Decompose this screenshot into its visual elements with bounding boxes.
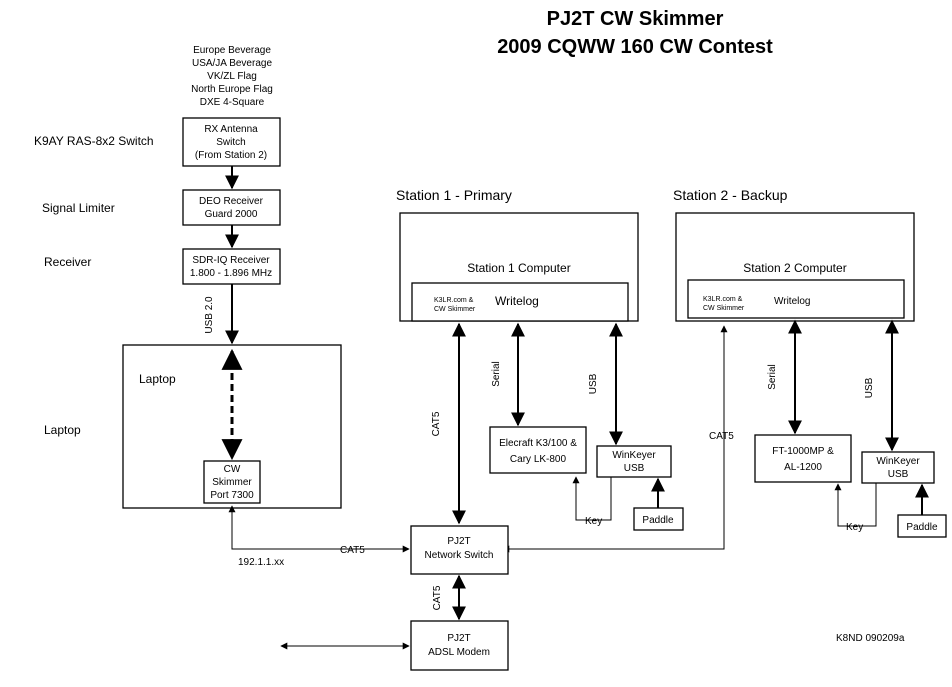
skimmer-line-3: Port 7300 bbox=[210, 490, 254, 501]
station2-computer-label: Station 2 Computer bbox=[743, 261, 846, 275]
rx-switch-line-2: Switch bbox=[216, 137, 245, 148]
network-switch-box bbox=[410, 525, 509, 575]
station2-radio-line1: FT-1000MP & bbox=[772, 446, 834, 457]
sdr-receiver-box bbox=[182, 248, 281, 285]
station2-software-box bbox=[687, 279, 905, 319]
station1-winkeyer-line2: USB bbox=[624, 463, 645, 474]
usb-station1-label: USB bbox=[588, 373, 599, 394]
station2-heading: Station 2 - Backup bbox=[673, 187, 788, 203]
skimmer-line-2: Skimmer bbox=[212, 477, 252, 488]
limiter-line-2: Guard 2000 bbox=[205, 209, 258, 220]
station1-heading: Station 1 - Primary bbox=[396, 187, 512, 203]
cat5-station2-label: CAT5 bbox=[709, 431, 734, 442]
serial-station2-label: Serial bbox=[767, 364, 778, 390]
station2-winkeyer-box bbox=[861, 451, 935, 484]
cw-skimmer-box bbox=[203, 460, 261, 504]
connector-station2-network bbox=[502, 325, 728, 553]
rx-switch-line-3: (From Station 2) bbox=[195, 150, 267, 161]
cat5-modem-label: CAT5 bbox=[432, 585, 443, 610]
station1-key-line bbox=[572, 476, 612, 521]
modem-line2: ADSL Modem bbox=[428, 647, 490, 658]
modem-line1: PJ2T bbox=[447, 633, 470, 644]
station1-radio-line2: Cary LK-800 bbox=[510, 454, 567, 465]
label-switch: K9AY RAS-8x2 Switch bbox=[34, 134, 154, 148]
sdr-line-2: 1.800 - 1.896 MHz bbox=[190, 268, 272, 279]
receiver-guard-box bbox=[182, 189, 281, 226]
limiter-line-1: DEO Receiver bbox=[199, 196, 264, 207]
usb20-label: USB 2.0 bbox=[204, 296, 215, 334]
credit-label: K8ND 090209a bbox=[836, 633, 905, 644]
station1-radio-line1: Elecraft K3/100 & bbox=[499, 438, 577, 449]
antenna-list: Europe Beverage USA/JA Beverage VK/ZL Fl… bbox=[191, 45, 273, 108]
label-limiter: Signal Limiter bbox=[42, 201, 115, 215]
cat5-station1-label: CAT5 bbox=[431, 411, 442, 436]
antenna-item: North Europe Flag bbox=[191, 84, 273, 95]
rx-switch-line-1: RX Antenna bbox=[204, 124, 258, 135]
station1-computer-label: Station 1 Computer bbox=[467, 261, 570, 275]
label-receiver: Receiver bbox=[44, 255, 91, 269]
station1-winkeyer-line1: WinKeyer bbox=[612, 450, 656, 461]
station2-key-line bbox=[834, 483, 877, 527]
station1-paddle-label: Paddle bbox=[642, 515, 674, 526]
station1-k3lr-line1: K3LR.com & bbox=[434, 297, 474, 304]
title-line-1: PJ2T CW Skimmer bbox=[547, 8, 724, 30]
station2-k3lr-line2: CW Skimmer bbox=[703, 305, 745, 312]
label-laptop-side: Laptop bbox=[44, 423, 81, 437]
station2-winkeyer-line2: USB bbox=[888, 469, 909, 480]
station2-writelog: Writelog bbox=[774, 296, 811, 307]
cat5-laptop-label: CAT5 bbox=[340, 545, 365, 556]
station1-radio-box bbox=[489, 426, 587, 474]
network-switch-line2: Network Switch bbox=[425, 550, 494, 561]
station2-radio-box bbox=[754, 434, 852, 483]
serial-station1-label: Serial bbox=[491, 361, 502, 387]
station2-key-label: Key bbox=[846, 522, 863, 533]
connector-laptop-network bbox=[228, 505, 410, 553]
station1-key-label: Key bbox=[585, 516, 602, 527]
antenna-item: USA/JA Beverage bbox=[192, 58, 272, 69]
station2-radio-line2: AL-1200 bbox=[784, 462, 822, 473]
station2-paddle-label: Paddle bbox=[906, 522, 938, 533]
station2-k3lr-line1: K3LR.com & bbox=[703, 296, 743, 303]
skimmer-line-1: CW bbox=[224, 464, 241, 475]
antenna-item: VK/ZL Flag bbox=[207, 71, 257, 82]
sdr-line-1: SDR-IQ Receiver bbox=[192, 255, 270, 266]
station2-winkeyer-line1: WinKeyer bbox=[876, 456, 920, 467]
station1-software-box bbox=[411, 282, 629, 322]
antenna-item: Europe Beverage bbox=[193, 45, 271, 56]
antenna-item: DXE 4-Square bbox=[200, 97, 265, 108]
usb-station2-label: USB bbox=[864, 377, 875, 398]
adsl-modem-box bbox=[410, 620, 509, 671]
station1-writelog: Writelog bbox=[495, 294, 539, 308]
network-switch-line1: PJ2T bbox=[447, 536, 470, 547]
station1-k3lr-line2: CW Skimmer bbox=[434, 306, 476, 313]
title-line-2: 2009 CQWW 160 CW Contest bbox=[497, 36, 773, 58]
rx-antenna-switch-box bbox=[182, 117, 281, 167]
laptop-label: Laptop bbox=[139, 372, 176, 386]
ip-address: 192.1.1.xx bbox=[238, 557, 284, 568]
